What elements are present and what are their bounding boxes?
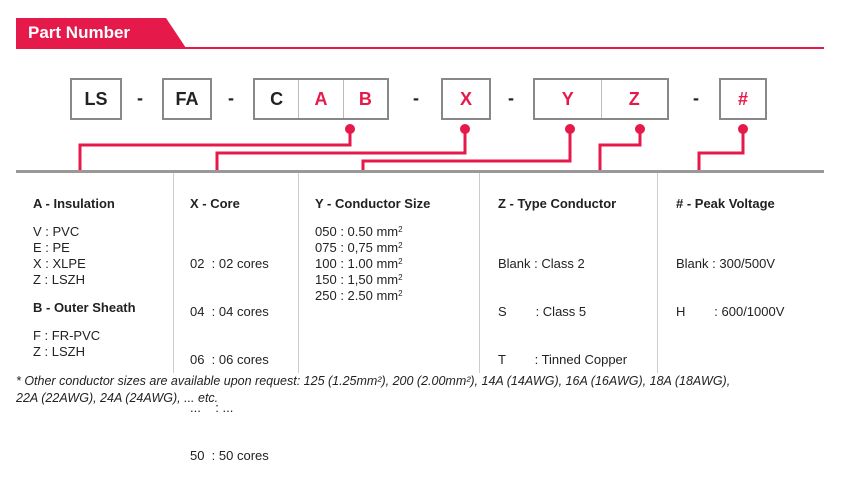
size-value: 1,50 mm — [347, 272, 399, 287]
column-separator — [657, 173, 658, 373]
size-value: 2.50 mm — [347, 288, 399, 303]
insulation-option: E : PE — [33, 240, 70, 255]
size-code: 250 — [315, 288, 337, 303]
code-box-yz: Y Z — [533, 78, 669, 120]
connector-dot-a — [345, 124, 355, 134]
voltage-option: H : 600/1000V — [676, 304, 785, 319]
peak-voltage-column: # - Peak Voltage Blank : 300/500V H : 60… — [676, 196, 784, 352]
peak-voltage-title: # - Peak Voltage — [676, 196, 775, 211]
sheath-option: F : FR-PVC — [33, 328, 101, 343]
column-separator — [479, 173, 480, 373]
footnote-line: * Other conductor sizes are available up… — [16, 374, 731, 388]
code-dash: - — [693, 88, 699, 108]
code-box-fa: FA — [162, 78, 212, 120]
conductor-type-option: T : Tinned Copper — [498, 352, 628, 367]
size-option: 150 : 1,50 mm2 — [315, 272, 403, 287]
connector-dot-y — [565, 124, 575, 134]
column-separator — [173, 173, 174, 373]
section-header-tab: Part Number — [16, 18, 186, 48]
column-separator — [298, 173, 299, 373]
size-option: 250 : 2.50 mm2 — [315, 288, 403, 303]
sheath-option: Z : LSZH — [33, 344, 86, 359]
size-unit-sup: 2 — [398, 273, 403, 282]
code-hash: # — [737, 88, 748, 109]
size-code: 050 — [315, 224, 337, 239]
connector-dot-x — [460, 124, 470, 134]
connector-hash — [697, 129, 745, 172]
code-b: B — [342, 80, 387, 118]
connector-x — [215, 129, 467, 172]
outer-sheath-title: B - Outer Sheath — [33, 300, 136, 315]
insulation-column: A - Insulation V : PVC E : PE X : XLPE Z… — [33, 196, 136, 360]
code-y: Y — [561, 88, 574, 109]
core-column: X - Core 02 : 02 cores 04 : 04 cores 06 … — [190, 196, 269, 496]
code-c: C — [270, 88, 284, 109]
core-option: 02 : 02 cores — [190, 256, 269, 271]
insulation-option: V : PVC — [33, 224, 80, 239]
size-code: 150 — [315, 272, 337, 287]
connector-z — [598, 129, 642, 172]
code-box-ls: LS — [70, 78, 122, 120]
core-option: 50 : 50 cores — [190, 448, 269, 463]
size-code: 075 — [315, 240, 337, 255]
footnote: * Other conductor sizes are available up… — [16, 373, 826, 407]
code-a: A — [298, 80, 342, 118]
size-unit-sup: 2 — [398, 257, 403, 266]
code-dash: - — [137, 88, 143, 108]
header-tab-shape — [16, 18, 186, 48]
conductor-type-column: Z - Type Conductor Blank : Class 2 S : C… — [498, 196, 627, 400]
conductor-size-column: Y - Conductor Size 050 : 0.50 mm2 075 : … — [315, 196, 430, 304]
size-value: 0,75 mm — [347, 240, 399, 255]
insulation-option: Z : LSZH — [33, 272, 86, 287]
code-dash: - — [508, 88, 514, 108]
size-unit-sup: 2 — [398, 241, 403, 250]
conductor-type-option: S : Class 5 — [498, 304, 587, 319]
conductor-size-title: Y - Conductor Size — [315, 196, 431, 211]
size-option: 100 : 1.00 mm2 — [315, 256, 403, 271]
connector-a — [78, 129, 352, 172]
conductor-type-title: Z - Type Conductor — [498, 196, 617, 211]
size-code: 100 — [315, 256, 337, 271]
core-title: X - Core — [190, 196, 240, 211]
code-box-hash: # — [719, 78, 767, 120]
size-option: 050 : 0.50 mm2 — [315, 224, 403, 239]
footnote-line: 22A (22AWG), 24A (24AWG), ... etc. — [16, 391, 219, 405]
size-unit-sup: 2 — [398, 225, 403, 234]
code-fa: FA — [175, 88, 199, 109]
connector-dot-z — [635, 124, 645, 134]
code-dash: - — [413, 88, 419, 108]
conductor-type-option: Blank : Class 2 — [498, 256, 585, 271]
size-unit-sup: 2 — [398, 289, 403, 298]
core-option: 06 : 06 cores — [190, 352, 269, 367]
size-value: 1.00 mm — [347, 256, 399, 271]
code-box-x: X — [441, 78, 491, 120]
section-divider — [16, 170, 824, 173]
connector-lines — [78, 124, 748, 172]
code-x: X — [459, 88, 472, 109]
insulation-title: A - Insulation — [33, 196, 115, 211]
code-z: Z — [600, 80, 668, 118]
core-option: ... : ... — [190, 400, 234, 415]
size-option: 075 : 0,75 mm2 — [315, 240, 403, 255]
insulation-option: X : XLPE — [33, 256, 86, 271]
header-underline — [16, 47, 824, 49]
size-value: 0.50 mm — [347, 224, 399, 239]
code-ls: LS — [84, 88, 108, 109]
connector-dot-hash — [738, 124, 748, 134]
code-box-cab: C A B — [253, 78, 389, 120]
voltage-option: Blank : 300/500V — [676, 256, 776, 271]
core-option: 04 : 04 cores — [190, 304, 269, 319]
section-title: Part Number — [28, 23, 131, 42]
code-dash: - — [228, 88, 234, 108]
connector-y — [361, 129, 572, 172]
